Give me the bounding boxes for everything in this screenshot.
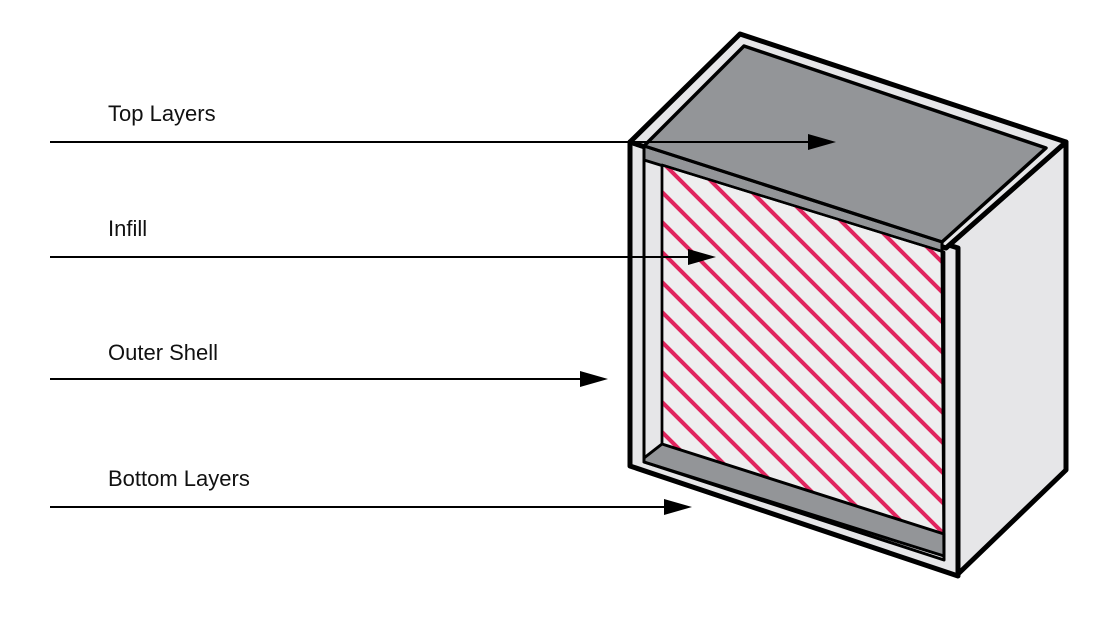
arrowhead-top-layers xyxy=(808,134,836,150)
pointer-outer-shell xyxy=(50,371,608,387)
label-infill: Infill xyxy=(108,216,148,241)
inner-frame-outline xyxy=(642,144,946,562)
pointer-infill xyxy=(50,249,716,265)
pointer-bottom-layers xyxy=(50,499,692,515)
label-bottom-layers: Bottom Layers xyxy=(108,466,250,491)
label-outer-shell: Outer Shell xyxy=(108,340,219,365)
arrowhead-infill xyxy=(688,249,716,265)
label-top-layers: Top Layers xyxy=(108,101,216,126)
pointer-top-layers xyxy=(50,134,836,150)
arrowhead-outer-shell xyxy=(580,371,608,387)
arrowhead-bottom-layers xyxy=(664,499,692,515)
